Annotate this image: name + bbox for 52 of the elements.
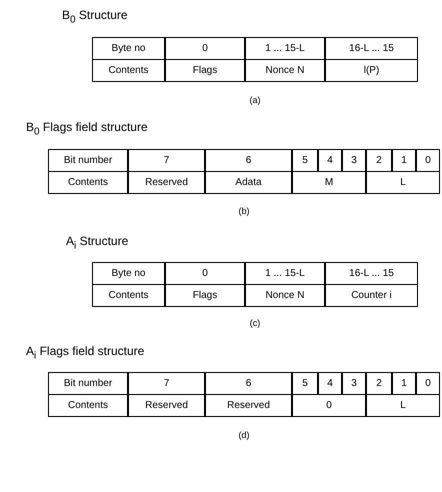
table-title: A$_{i}$ Structure bbox=[66, 234, 128, 252]
table-title: A$_{i}$ Flags field structure bbox=[26, 344, 144, 362]
table-cell: Counter i bbox=[325, 284, 418, 307]
table-cell: 7 bbox=[128, 372, 205, 395]
table-cell: Contents bbox=[92, 284, 165, 307]
table-cell: Contents bbox=[48, 394, 128, 417]
table-cell: Bit number bbox=[48, 372, 128, 395]
table-cell: Contents bbox=[48, 171, 128, 194]
table-cell: 4 bbox=[318, 149, 342, 172]
table-cell: l(P) bbox=[325, 59, 418, 82]
table-cell: Contents bbox=[92, 59, 165, 82]
table-cell: 1 ... 15-L bbox=[245, 37, 325, 60]
panel-caption: (b) bbox=[238, 206, 250, 216]
table-cell: 3 bbox=[342, 149, 366, 172]
table-cell: 16-L ... 15 bbox=[325, 37, 418, 60]
table-cell: L bbox=[366, 394, 440, 417]
table-cell: 2 bbox=[366, 149, 392, 172]
table-cell: Reserved bbox=[205, 394, 292, 417]
table-cell: 0 bbox=[416, 372, 440, 395]
table-cell: 2 bbox=[366, 372, 392, 395]
table-cell: Nonce N bbox=[245, 284, 325, 307]
table-cell: Reserved bbox=[128, 171, 205, 194]
table-cell: 6 bbox=[205, 149, 292, 172]
table-cell: M bbox=[292, 171, 366, 194]
table-cell: 1 ... 15-L bbox=[245, 262, 325, 285]
table-cell: Nonce N bbox=[245, 59, 325, 82]
table-cell: 16-L ... 15 bbox=[325, 262, 418, 285]
panel-caption: (d) bbox=[238, 430, 250, 440]
table-cell: 7 bbox=[128, 149, 205, 172]
table-cell: 4 bbox=[318, 372, 342, 395]
table-cell: Byte no bbox=[92, 37, 165, 60]
table-cell: 0 bbox=[165, 262, 245, 285]
table-title: B$_{0}$ Flags field structure bbox=[26, 120, 148, 138]
table-cell: 1 bbox=[392, 372, 416, 395]
panel-caption: (c) bbox=[250, 318, 260, 328]
table-cell: 1 bbox=[392, 149, 416, 172]
table-cell: Bit number bbox=[48, 149, 128, 172]
table-title: B$_{0}$ Structure bbox=[62, 8, 128, 26]
table-cell: L bbox=[366, 171, 440, 194]
table-cell: Reserved bbox=[128, 394, 205, 417]
table-cell: Adata bbox=[205, 171, 292, 194]
table-cell: 5 bbox=[292, 372, 318, 395]
table-cell: 0 bbox=[416, 149, 440, 172]
table-cell: 3 bbox=[342, 372, 366, 395]
table-cell: Flags bbox=[165, 59, 245, 82]
table-cell: 5 bbox=[292, 149, 318, 172]
table-cell: Flags bbox=[165, 284, 245, 307]
table-cell: Byte no bbox=[92, 262, 165, 285]
table-cell: 6 bbox=[205, 372, 292, 395]
table-cell: 0 bbox=[165, 37, 245, 60]
panel-caption: (a) bbox=[250, 95, 260, 105]
table-cell: 0 bbox=[292, 394, 366, 417]
